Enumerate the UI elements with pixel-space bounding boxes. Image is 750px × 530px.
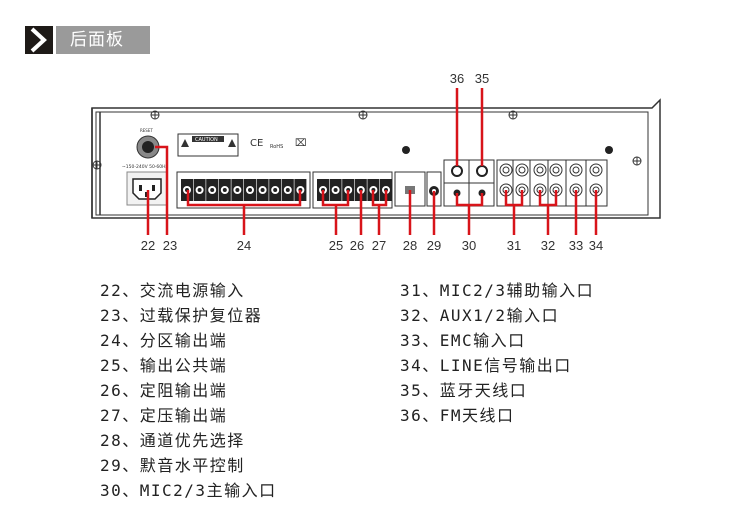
callout-number: 28 [403,238,417,253]
rohs-mark: RoHS [270,144,283,150]
legend-item: 30、MIC2/3主输入口 [100,481,277,500]
callout-number: 31 [507,238,521,253]
legend-item: 26、定阻输出端 [100,381,228,400]
callout-number: 25 [329,238,343,253]
legend-item: 35、蓝牙天线口 [400,381,528,400]
callout-number: 32 [541,238,555,253]
legend-item: 33、EMC输入口 [400,331,526,350]
screw-icon [92,110,642,170]
zone-output-terminals [176,171,311,209]
callout-number: 36 [450,71,464,86]
callout-number: 34 [589,238,603,253]
callout-number: 23 [163,238,177,253]
callout-line [321,190,350,235]
callout-number: 27 [372,238,386,253]
section-title: 后面板 [56,26,150,54]
callout-number: 29 [427,238,441,253]
rear-panel-diagram: RESET ~150-240V 50-60Hz CAUTION CE RoHS … [91,71,661,253]
callout-line [455,193,484,235]
weee-mark: ⌧ [295,138,307,149]
svg-text:CAUTION: CAUTION [195,137,218,143]
callout-line [504,190,524,235]
legend-left: 22、交流电源输入 23、过载保护复位器 24、分区输出端 25、输出公共端 26、定阻… [100,278,277,503]
chevron-right-icon [25,26,53,54]
callout-number: 33 [569,238,583,253]
callout-number: 26 [350,238,364,253]
callout-line [186,190,302,235]
section-header: 后面板 [25,26,150,54]
callout-number: 30 [462,238,476,253]
legend-item: 24、分区输出端 [100,331,228,350]
legend-item: 22、交流电源输入 [100,281,245,300]
common-output-terminals [312,171,393,209]
caution-label: CAUTION [177,133,239,157]
legend-item: 31、MIC2/3辅助输入口 [400,281,595,300]
antenna-and-mic-block [443,159,495,207]
legend-item: 34、LINE信号输出口 [400,356,572,375]
chassis-outline [91,98,661,219]
callout-number: 24 [237,238,251,253]
legend-item: 28、通道优先选择 [100,431,245,450]
legend-item: 32、AUX1/2输入口 [400,306,560,325]
callout-number: 35 [475,71,489,86]
callout-number: 22 [141,238,155,253]
reset-button: RESET [136,128,160,159]
legend-item: 23、过载保护复位器 [100,306,263,325]
power-inlet [126,171,168,206]
legend-item: 29、默音水平控制 [100,456,245,475]
callout-lines: 22 23 24 25 26 27 28 29 30 31 32 33 34 36 35 [141,71,603,253]
callout-line [371,190,388,235]
callout-line [155,145,169,235]
ce-mark: CE [250,138,263,149]
legend-item: 25、输出公共端 [100,356,228,375]
callout-line [538,190,558,235]
rca-jack-block [496,159,608,207]
power-rating-label: ~150-240V 50-60Hz [122,164,169,170]
legend-right: 31、MIC2/3辅助输入口 32、AUX1/2输入口 33、EMC输入口 34、LI… [400,278,594,428]
svg-text:RESET: RESET [140,128,153,133]
legend-item: 27、定压输出端 [100,406,228,425]
legend-item: 36、FM天线口 [400,406,515,425]
